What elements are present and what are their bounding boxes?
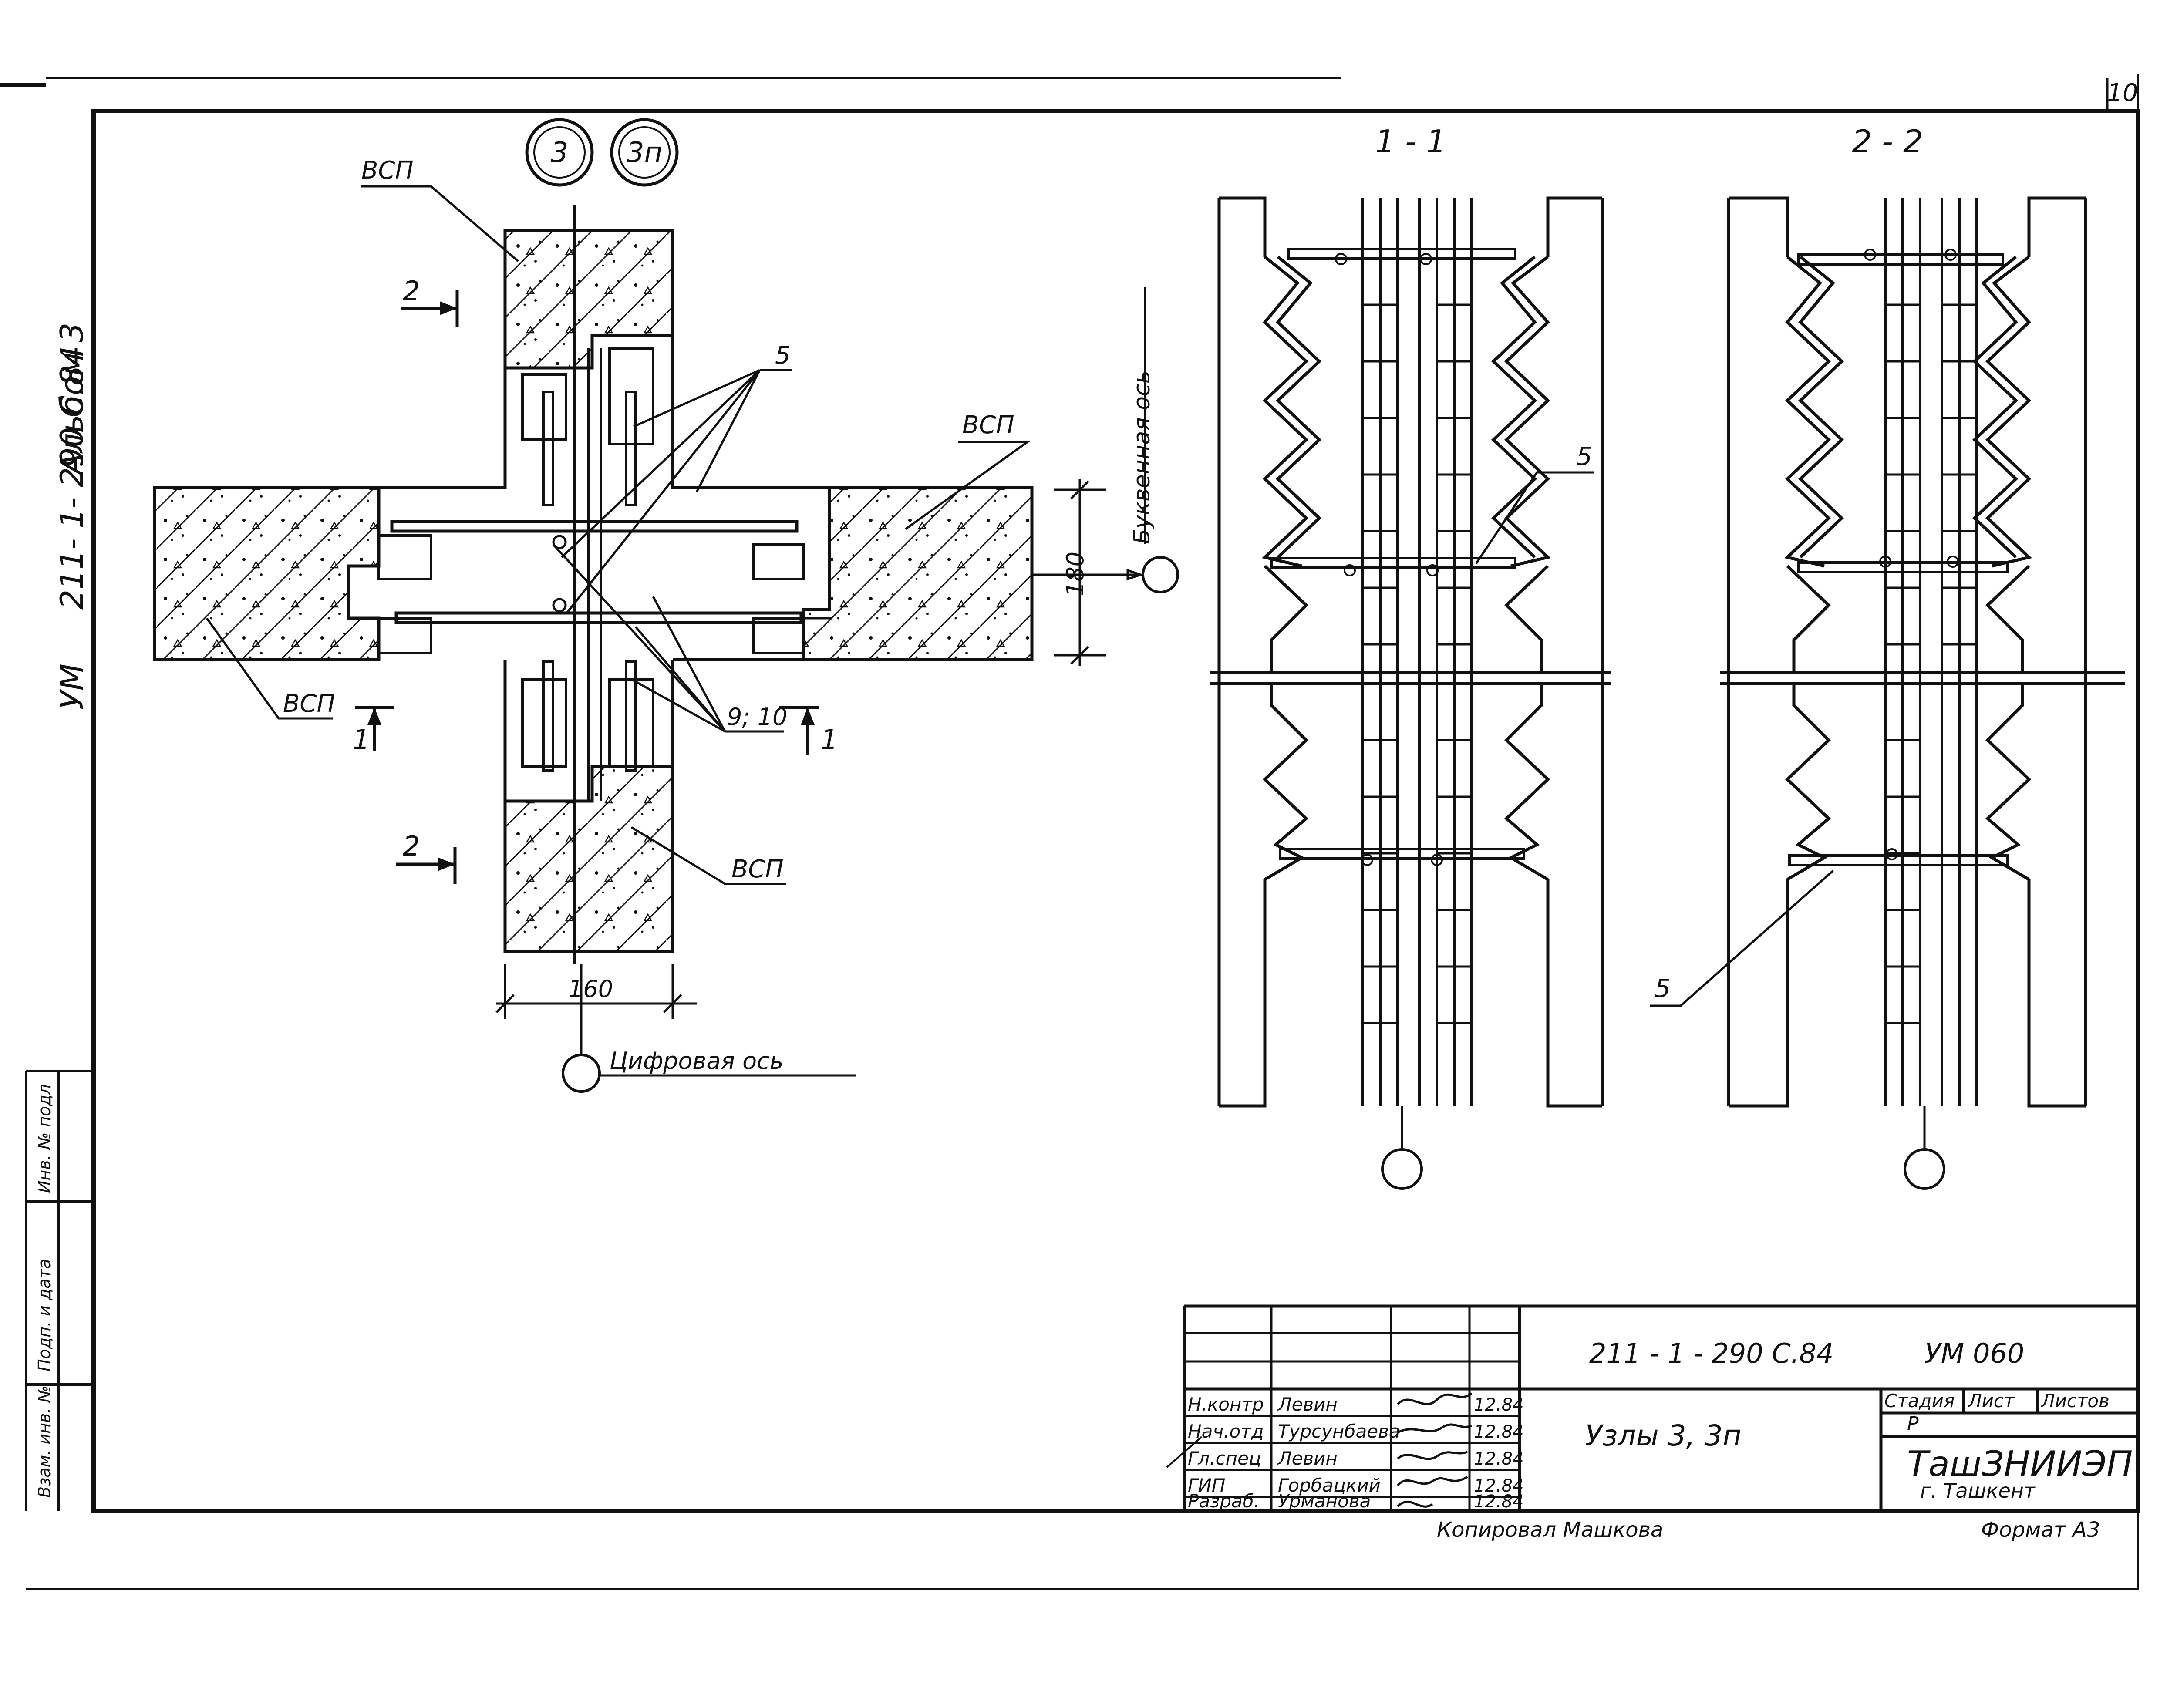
label-vsp-bottom: ВСП xyxy=(731,855,784,883)
tb-row-3-date: 12.84 xyxy=(1474,1449,1524,1469)
tb-row-3-role: Гл.спец xyxy=(1188,1448,1261,1469)
section-1-1-axis-bubble xyxy=(1381,1148,1423,1190)
tb-row-1-name: Левин xyxy=(1277,1394,1338,1415)
tb-row-2-name: Турсунбаева xyxy=(1278,1421,1400,1442)
panel-right xyxy=(802,486,1034,661)
dimension-160: 160 xyxy=(495,964,697,1019)
tb-row-5-name: Урманова xyxy=(1278,1490,1371,1512)
label-item-9-10: 9; 10 xyxy=(727,703,787,731)
tb-sheet-code: УМ 060 xyxy=(1924,1337,2024,1369)
node-mark-3p-label: 3п xyxy=(627,137,663,169)
tb-row-5-date: 12.84 xyxy=(1474,1492,1524,1512)
section-2-2: 2 - 2 5 xyxy=(1650,123,2125,1190)
svg-text:2: 2 xyxy=(403,275,420,307)
side-table-c1: Инв. № подл xyxy=(35,1084,54,1193)
label-vsp-top: ВСП xyxy=(361,156,414,185)
svg-text:1: 1 xyxy=(353,724,370,755)
letter-axis: Буквенная ось xyxy=(1032,287,1179,593)
label-item-5: 5 xyxy=(775,341,791,370)
tb-header-sheet: Лист xyxy=(1967,1390,2015,1412)
section-2-2-item-5: 5 xyxy=(1655,974,1671,1003)
tb-row-1-date: 12.84 xyxy=(1474,1395,1524,1415)
plan-view: 3 3п ВСП ВСП ВСП ВСП xyxy=(153,118,1179,1093)
digit-axis: Цифровая ось xyxy=(562,964,856,1093)
tb-row-3-name: Левин xyxy=(1277,1448,1338,1469)
panel-left xyxy=(153,486,381,661)
tb-row-2-date: 12.84 xyxy=(1474,1422,1524,1442)
side-table: Инв. № подл Подп. и дата Взам. инв. № xyxy=(25,1070,94,1511)
tb-org: ТашЗНИИЭП xyxy=(1907,1444,2133,1484)
side-table-c2: Подп. и дата xyxy=(35,1259,54,1371)
section-1-1-item-5: 5 xyxy=(1576,441,1592,471)
side-doc-code: 211- 1- 290 С.84 xyxy=(54,346,90,610)
label-vsp-left: ВСП xyxy=(283,690,335,718)
dimension-180: 180 xyxy=(1054,479,1106,666)
node-mark-3-label: 3 xyxy=(551,137,569,169)
page-number: 10 xyxy=(2107,79,2138,107)
label-vsp-right: ВСП xyxy=(962,411,1014,439)
svg-text:160: 160 xyxy=(568,975,613,1003)
section-1-1: 1 - 1 5 xyxy=(1210,123,1611,1190)
title-block: 211 - 1 - 290 С.84 УМ 060 Узлы 3, 3п Ста… xyxy=(1166,1304,2138,1512)
side-code: УМ xyxy=(54,664,90,710)
footer-copied: Копировал Машкова xyxy=(1437,1518,1663,1542)
tb-doc-code: 211 - 1 - 290 С.84 xyxy=(1589,1337,1833,1369)
tb-stage: Р xyxy=(1907,1413,1919,1435)
digit-axis-bubble xyxy=(562,1054,601,1093)
cut-mark-2-top: 2 xyxy=(401,275,459,327)
tb-row-4-name: Горбацкий xyxy=(1278,1475,1381,1496)
tb-header-stage: Стадия xyxy=(1884,1390,1955,1412)
cut-mark-1-right: 1 xyxy=(779,706,838,755)
side-album: Альбом 3 xyxy=(54,323,90,476)
footer-format: Формат А3 xyxy=(1981,1518,2100,1542)
tb-row-5-role: Разраб. xyxy=(1188,1490,1260,1512)
side-table-c3: Взам. инв. № xyxy=(35,1385,54,1498)
section-2-2-title: 2 - 2 xyxy=(1852,123,1923,160)
node-mark-3p xyxy=(610,118,679,187)
sheet-frame xyxy=(0,74,2140,1590)
section-2-2-axis-bubble xyxy=(1904,1148,1945,1190)
plate-lower xyxy=(394,611,803,624)
svg-text:Буквенная ось: Буквенная ось xyxy=(1129,371,1155,544)
tb-city: г. Ташкент xyxy=(1920,1479,2036,1503)
letter-axis-bubble xyxy=(1142,556,1179,593)
cut-mark-2-bottom: 2 xyxy=(396,830,457,884)
cut-mark-1-left: 1 xyxy=(353,706,394,755)
tb-row-4-date: 12.84 xyxy=(1474,1476,1524,1496)
plate-upper xyxy=(390,520,799,533)
tb-header-sheets: Листов xyxy=(2040,1390,2110,1412)
node-mark-3 xyxy=(525,118,594,187)
svg-text:2: 2 xyxy=(403,830,420,862)
svg-text:Цифровая ось: Цифровая ось xyxy=(610,1047,784,1075)
tb-row-1-role: Н.контр xyxy=(1188,1394,1264,1415)
tb-title: Узлы 3, 3п xyxy=(1585,1419,1742,1452)
svg-text:1: 1 xyxy=(821,724,838,755)
tb-row-4-role: ГИП xyxy=(1188,1475,1225,1496)
section-1-1-title: 1 - 1 xyxy=(1375,123,1446,160)
side-stamp: 211- 1- 290 С.84 УМ Альбом 3 xyxy=(54,323,90,710)
